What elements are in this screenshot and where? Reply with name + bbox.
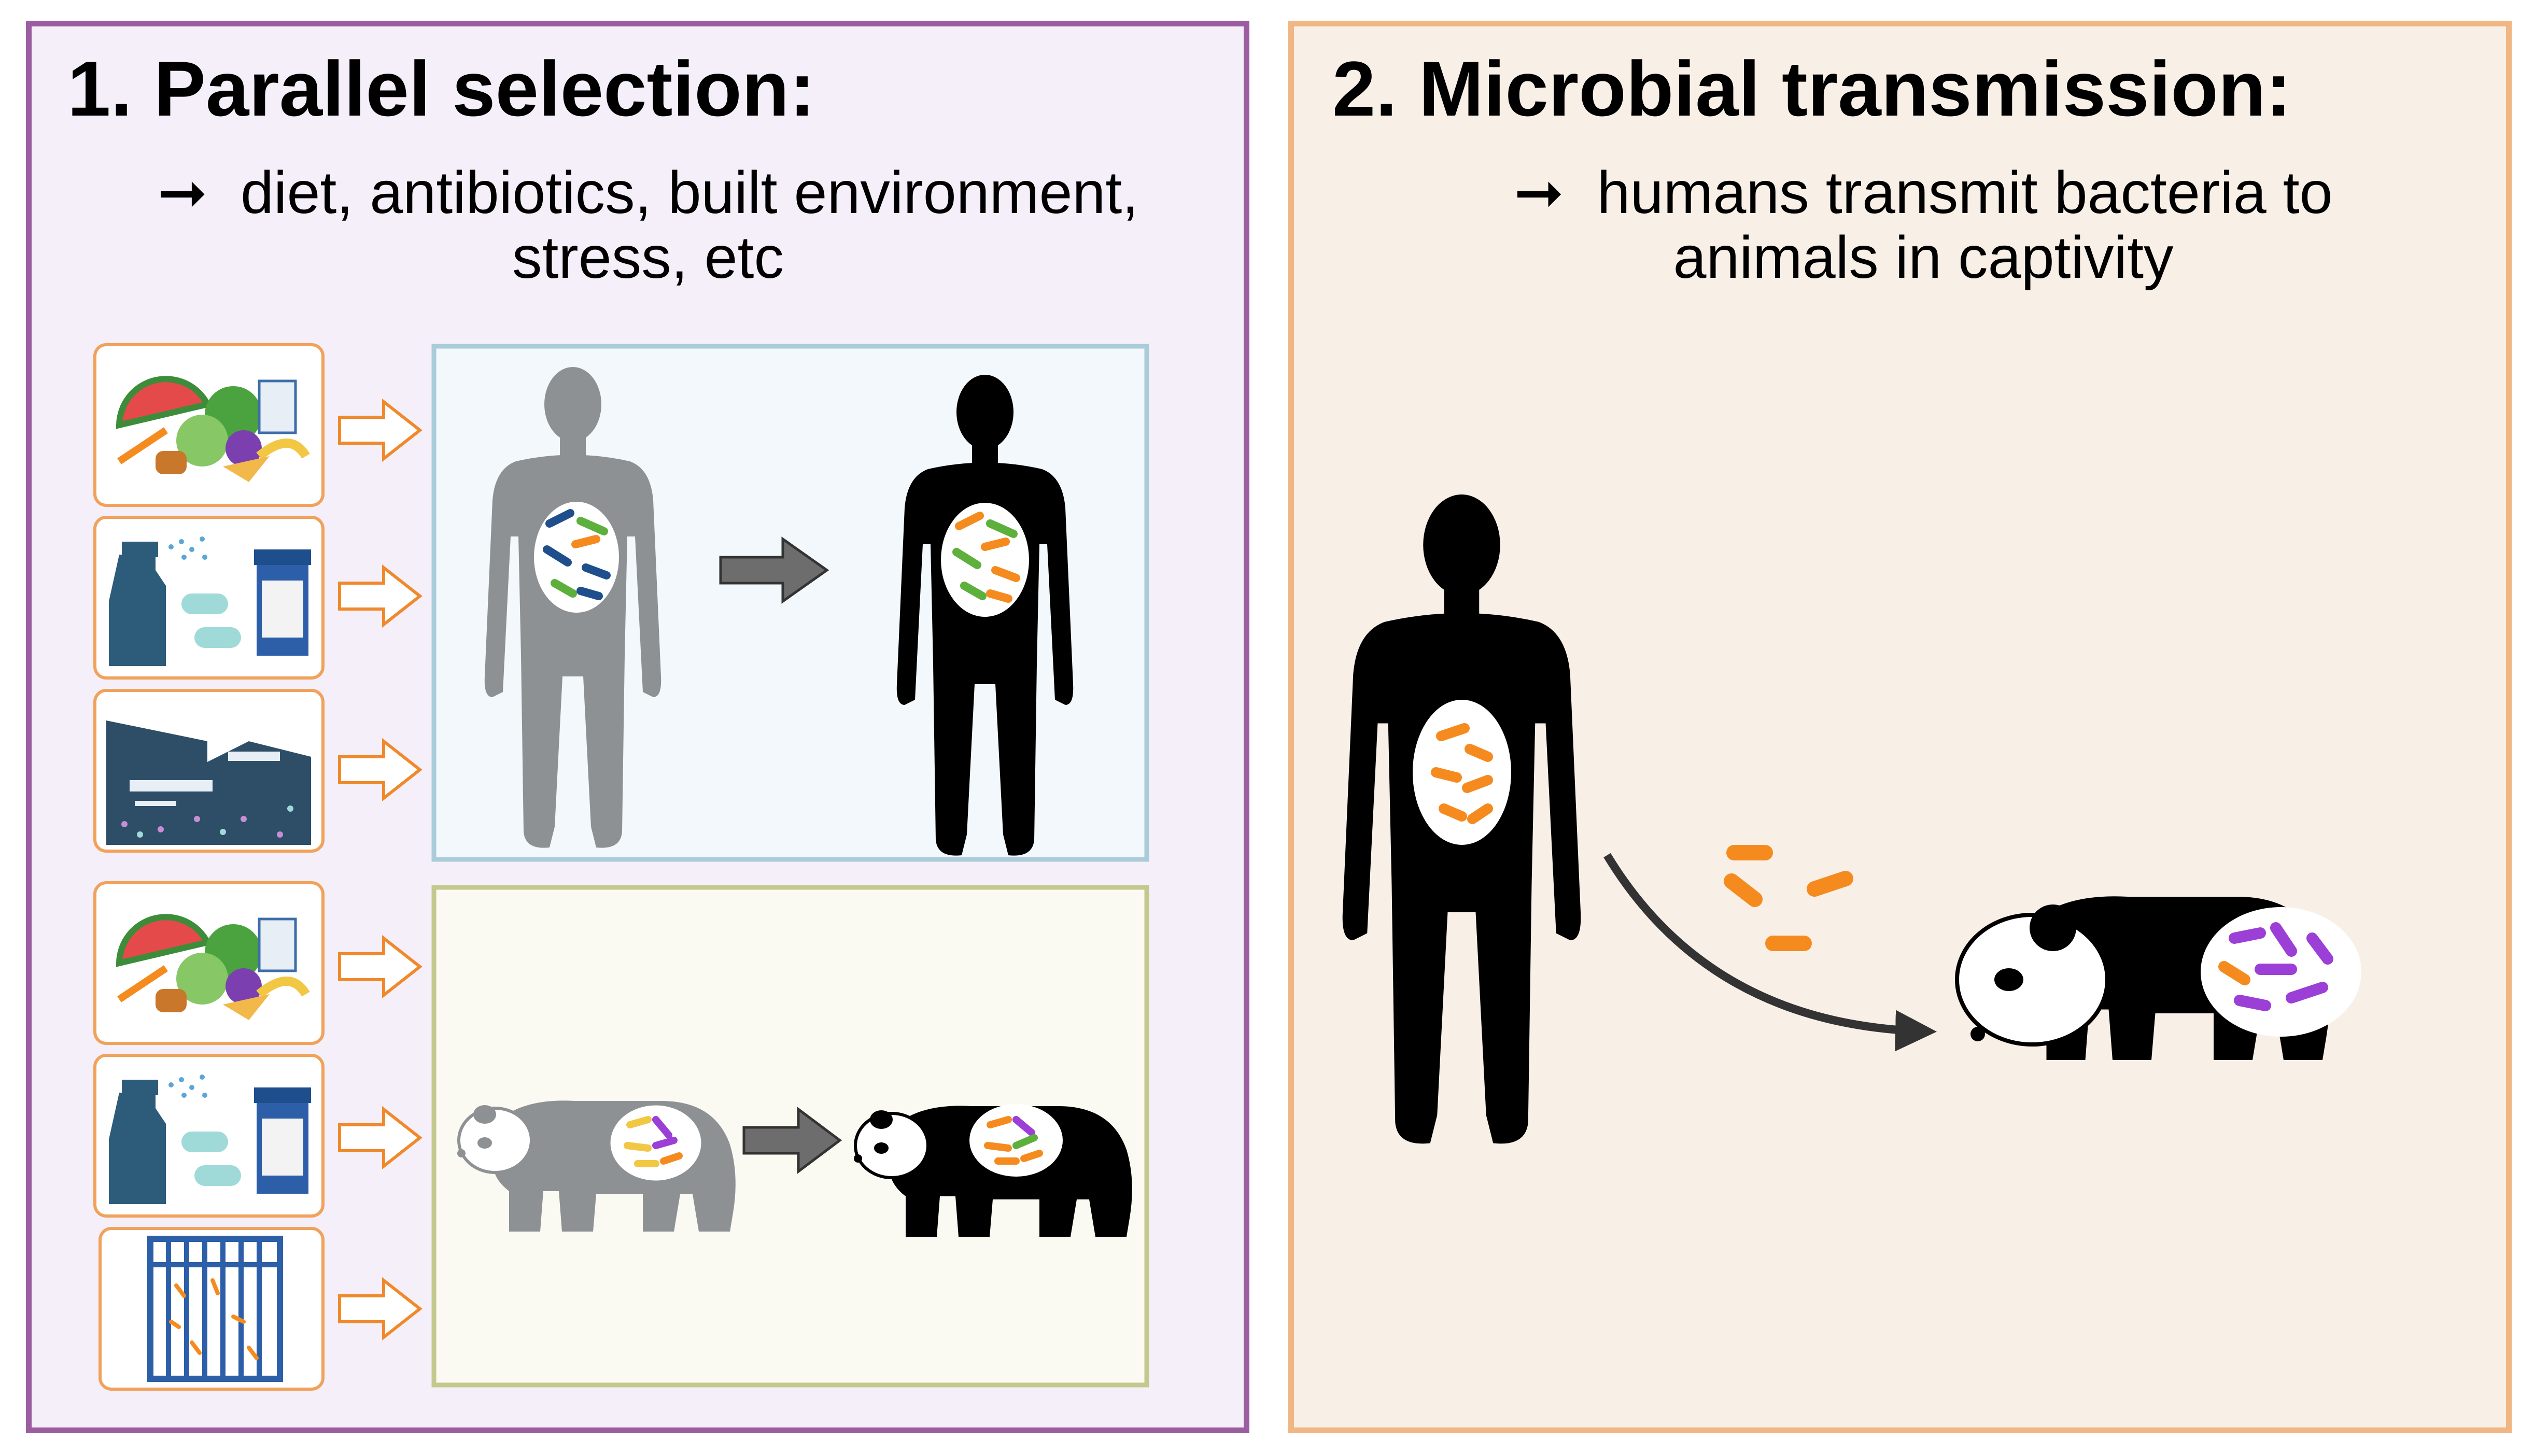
antibiotics-factor-tile [93, 516, 325, 680]
transmitted-bacteria [1724, 845, 1853, 951]
change-arrow-icon [742, 1107, 842, 1174]
arrow-right-icon [338, 1277, 423, 1341]
transmission-arrow [1603, 853, 1937, 1052]
panel1-subtitle-line2: stress, etc [512, 224, 784, 291]
gut-microbiome-icon [531, 499, 622, 616]
captivity-cage-tile [98, 1227, 325, 1391]
arrow-right-icon: ➞ [157, 160, 208, 226]
panda-black [1955, 896, 2361, 1060]
panda-grey [457, 1100, 736, 1232]
arrow-right-icon [338, 738, 423, 802]
antibiotics-factor-tile [93, 1054, 325, 1218]
built-environment-factor-tile [93, 689, 325, 853]
panel1-subtitle: ➞ diet, antibiotics, built environment, … [88, 161, 1208, 290]
panda-black [854, 1104, 1132, 1237]
diet-factor-tile [93, 343, 325, 507]
panel2-subtitle: ➞ humans transmit bacteria to animals in… [1431, 161, 2416, 290]
arrow-right-icon: ➞ [1514, 160, 1564, 226]
panel2-subtitle-line1: humans transmit bacteria to [1597, 160, 2333, 226]
gut-microbiome-icon [941, 503, 1029, 617]
panel1-title: 1. Parallel selection: [67, 45, 815, 132]
panel2-title: 2. Microbial transmission: [1332, 45, 2292, 132]
arrow-right-icon [338, 398, 423, 462]
change-arrow-icon [719, 536, 829, 604]
panel1-subtitle-line1: diet, antibiotics, built environment, [240, 160, 1139, 226]
factor-arrows [338, 398, 423, 1341]
panel2-subtitle-line2: animals in captivity [1673, 224, 2174, 291]
arrow-right-icon [338, 1106, 423, 1170]
diet-factor-tile [93, 881, 325, 1045]
arrow-right-icon [338, 935, 423, 999]
arrow-right-icon [338, 564, 423, 628]
gut-microbiome-icon [1413, 700, 1511, 845]
